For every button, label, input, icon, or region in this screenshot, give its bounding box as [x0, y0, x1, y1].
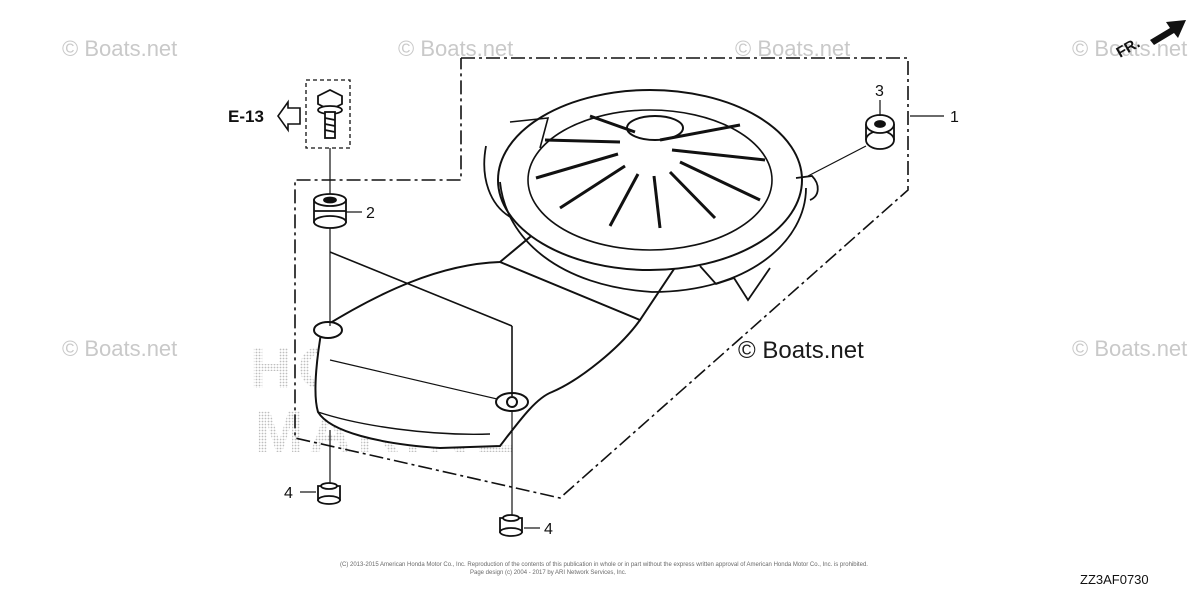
watermark-top-4: © Boats.net [1072, 36, 1187, 61]
diagram-code: ZZ3AF0730 [1080, 572, 1149, 587]
bolt-reference-box [305, 79, 351, 149]
front-arrow-icon [1150, 20, 1186, 45]
copyright-line-1: (C) 2013-2015 American Honda Motor Co., … [340, 562, 868, 568]
callout-4-left: 4 [284, 485, 293, 502]
watermark-mid-1: © Boats.net [62, 336, 177, 361]
grommet-part-2 [313, 193, 347, 229]
copyright-line-2: Page design (c) 2004 - 2017 by ARI Netwo… [470, 570, 627, 576]
assembly-outline [294, 57, 909, 499]
watermark-top-1: © Boats.net [62, 36, 177, 61]
reference-label: E-13 [228, 107, 264, 126]
fan-slots [535, 114, 766, 229]
collar-part-4-right [499, 514, 523, 537]
callout-3: 3 [875, 83, 884, 100]
watermark-top-2: © Boats.net [398, 36, 513, 61]
callout-1: 1 [950, 109, 959, 126]
fan-cover [497, 89, 803, 271]
callout-4-right: 4 [544, 521, 553, 538]
watermark-top-3: © Boats.net [735, 36, 850, 61]
reference-arrow-icon [277, 99, 301, 133]
watermark-mid-4: © Boats.net [1072, 336, 1187, 361]
grommet-part-3 [865, 114, 895, 150]
flange-bolt [317, 88, 343, 139]
recoil-starter-housing [313, 89, 819, 450]
callout-leaders [300, 100, 944, 529]
collar-part-4-left [317, 482, 341, 505]
watermark-main: © Boats.net [738, 337, 864, 364]
assembly-center-lines [329, 145, 867, 516]
boss-left [313, 321, 343, 339]
callout-2: 2 [366, 205, 375, 222]
